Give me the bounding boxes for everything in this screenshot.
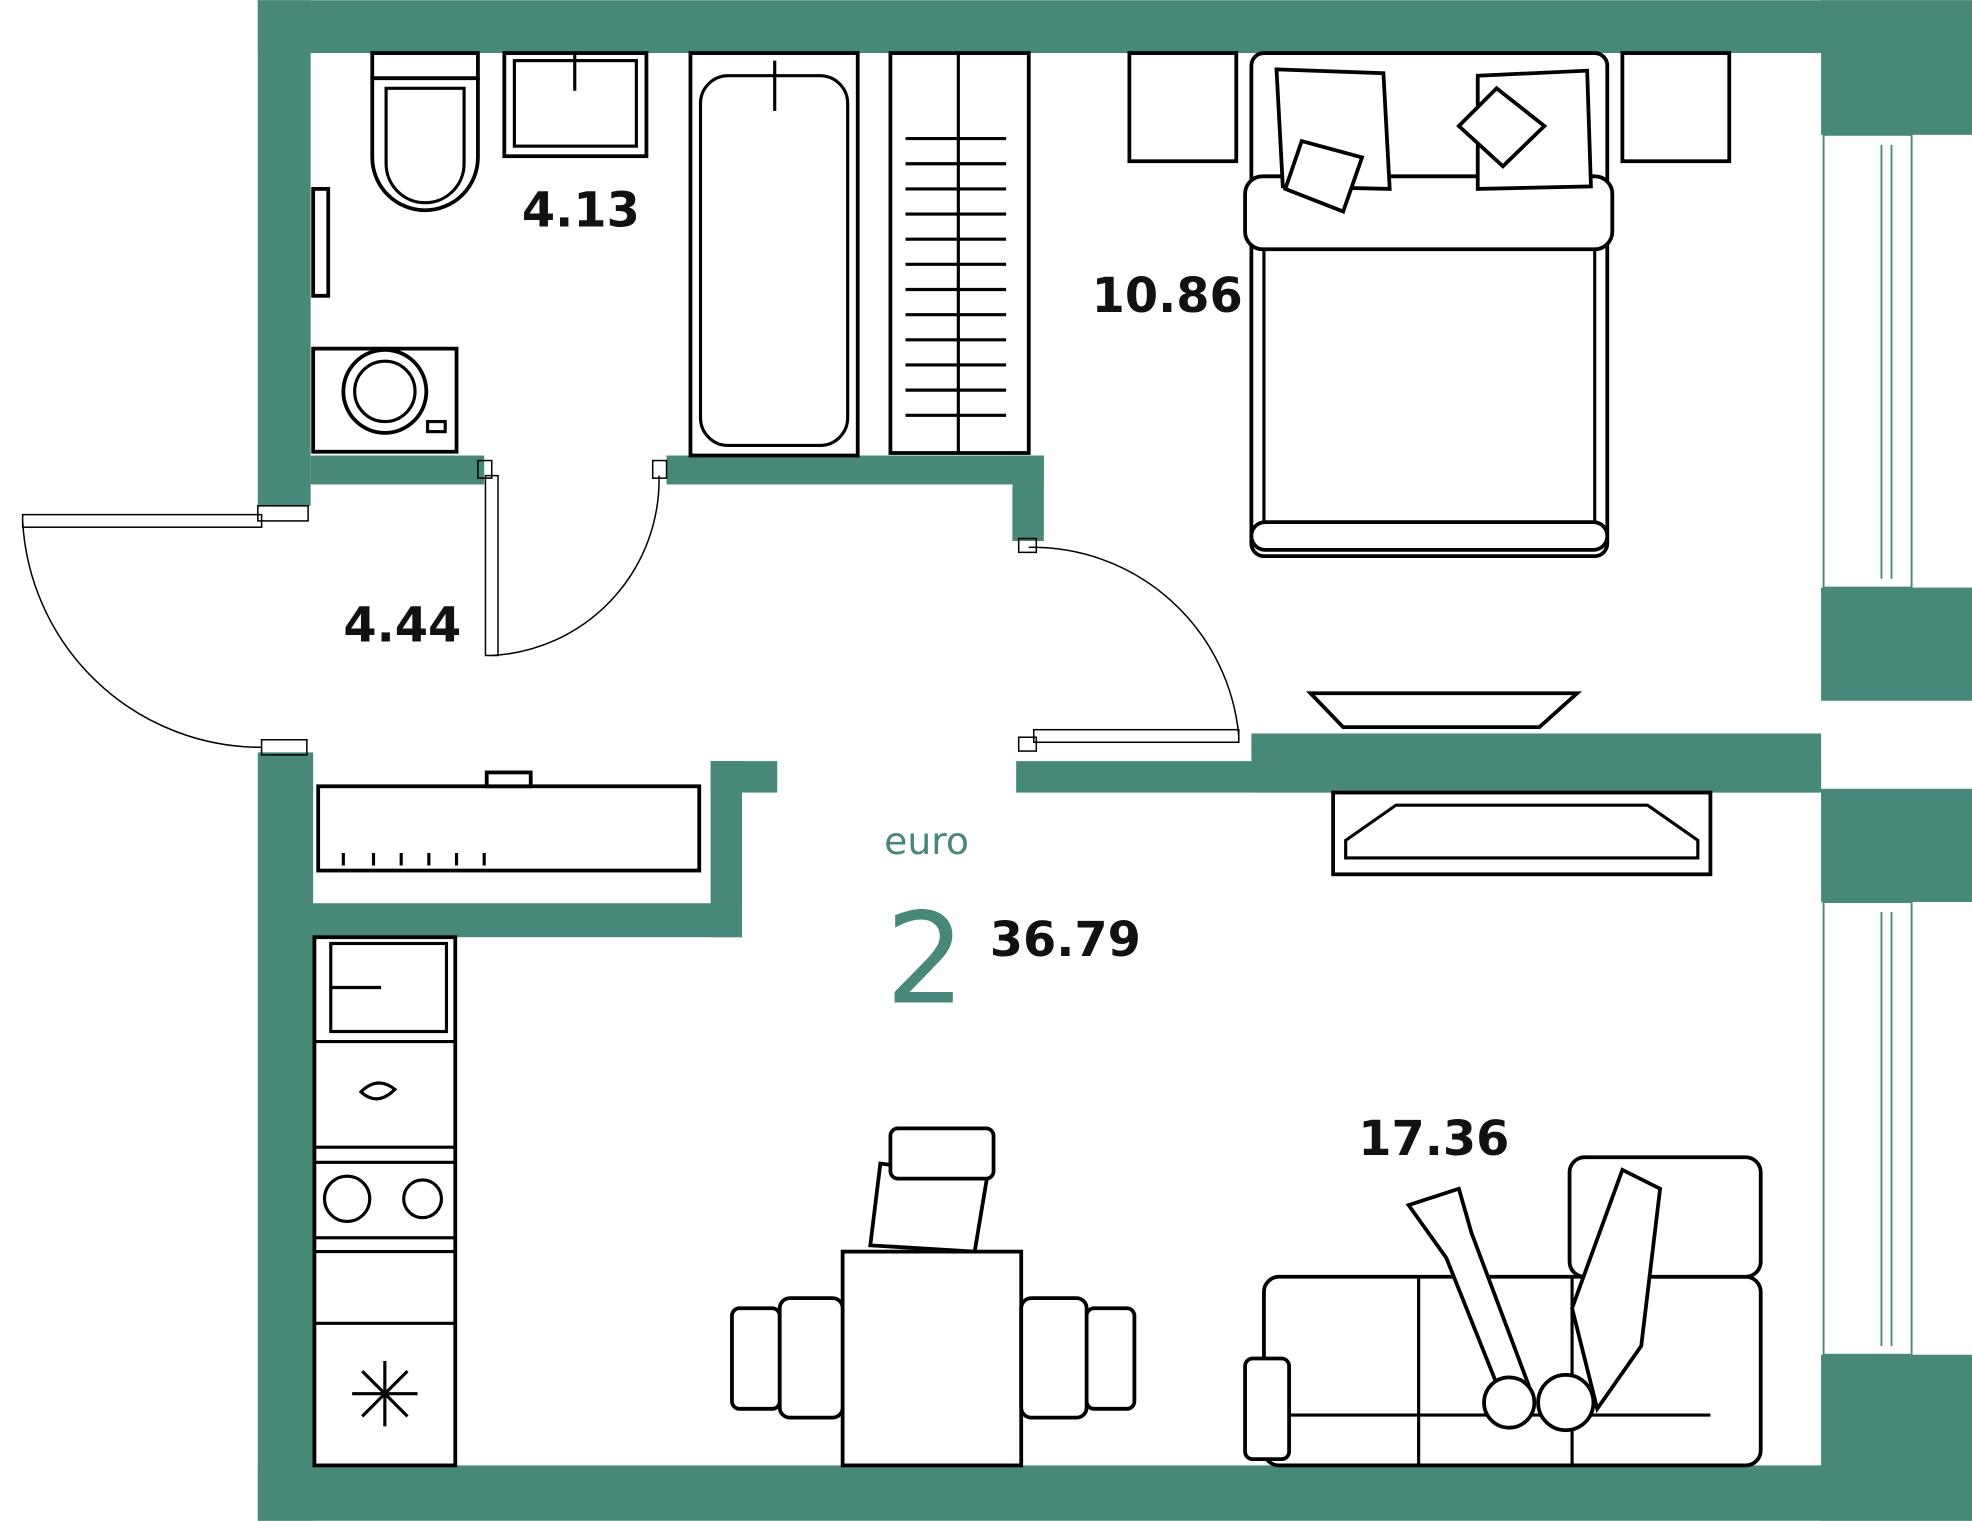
towel-holder-icon — [311, 187, 331, 298]
bathtub-icon — [688, 51, 860, 458]
toilet-icon — [370, 51, 480, 213]
sink-icon — [502, 51, 649, 159]
wardrobe-icon — [316, 770, 702, 873]
tv-stand-icon — [1331, 790, 1713, 877]
room-area-bathroom: 4.13 — [522, 184, 640, 239]
dining-table-icon — [730, 1126, 1137, 1468]
snowflake-icon — [352, 1361, 418, 1427]
washing-machine-icon — [311, 346, 459, 454]
bed-icon — [1243, 51, 1615, 559]
bathroom-fixtures — [311, 51, 1031, 458]
sofa-icon — [1243, 1155, 1763, 1468]
room-area-hallway: 4.44 — [343, 599, 461, 654]
nightstand-icon — [1620, 51, 1732, 164]
kitchen-sink-icon — [329, 941, 449, 1034]
bedroom-furniture — [1127, 51, 1732, 730]
living-furniture — [730, 790, 1763, 1468]
apartment-type-label: euro — [884, 819, 969, 863]
room-area-bedroom: 10.86 — [1092, 269, 1243, 324]
tv-icon — [1306, 691, 1583, 730]
rooms-count: 2 — [885, 886, 965, 1033]
kitchen-furniture — [312, 770, 702, 1468]
stove-icon — [312, 1160, 457, 1240]
nightstand-icon — [1127, 51, 1239, 164]
doors — [21, 459, 1240, 756]
windows — [1822, 133, 1913, 1356]
room-area-living: 17.36 — [1358, 1112, 1509, 1167]
towel-rail-icon — [888, 51, 1031, 455]
total-area: 36.79 — [990, 913, 1141, 968]
walls — [257, 0, 1972, 1521]
dishwasher-icon — [358, 1081, 398, 1101]
